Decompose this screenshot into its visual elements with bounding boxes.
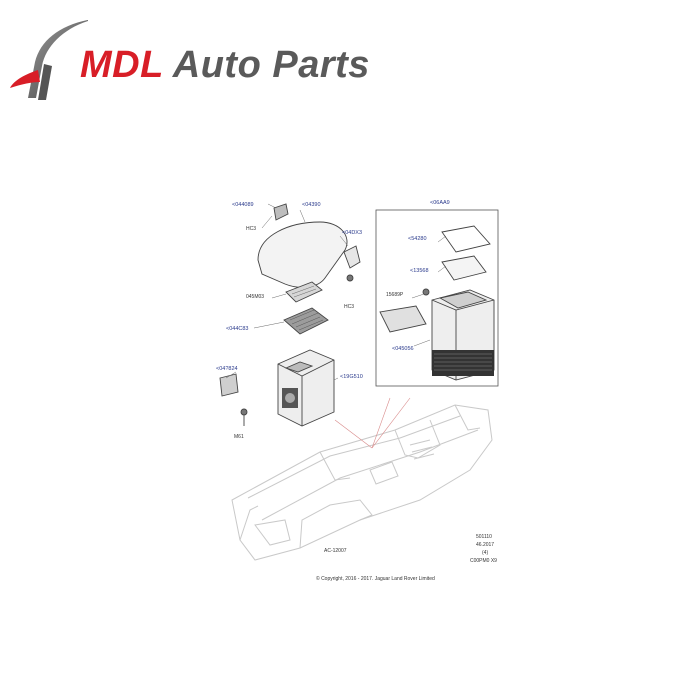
- mdl-logo: MDL Auto Parts: [8, 14, 370, 104]
- callout-13568: <13568: [410, 268, 429, 274]
- console-outline: [231, 404, 493, 561]
- ref-line-2: 46.2017: [476, 542, 494, 548]
- copyright-text: © Copyright, 2016 - 2017. Jaguar Land Ro…: [316, 575, 435, 582]
- callout-045056: <045056: [392, 346, 414, 352]
- inset-mat: [441, 255, 487, 281]
- logo-rest: Auto Parts: [163, 44, 370, 86]
- callout-044089: <044089: [232, 202, 254, 208]
- tray-plate: [285, 281, 323, 303]
- inset-seal: [441, 225, 491, 253]
- callout-04390: <04390: [302, 202, 321, 208]
- ref-line-4: C00PM0 X9: [470, 558, 497, 564]
- callout-04824: <04?824: [216, 366, 238, 372]
- ref-side-label: AC-12007: [324, 548, 347, 554]
- screw: [240, 408, 248, 426]
- hinge-bracket: [261, 203, 289, 229]
- inset-tray: [379, 305, 427, 333]
- ref-line-1: 501110: [476, 534, 492, 540]
- small-cover: [219, 373, 239, 397]
- callout-04dx3: <04DX3: [342, 230, 362, 236]
- callout-m61: M61: [234, 434, 244, 440]
- inset-bin: [431, 289, 495, 381]
- callout-045m03: 045M03: [246, 294, 264, 300]
- ref-line-3: (4): [482, 550, 488, 556]
- piston-swoosh-icon: [10, 18, 100, 100]
- armrest-lid: [257, 209, 348, 288]
- rubber-mat: [283, 307, 329, 335]
- callout-hc3-b: HC3: [344, 304, 354, 310]
- callout-hc3-a: HC3: [246, 226, 256, 232]
- callout-044c83: <044C83: [226, 326, 248, 332]
- callout-15689p: 15689P: [386, 292, 404, 298]
- lid-clip: [343, 245, 361, 282]
- callout-19g510: <19G510: [340, 374, 363, 380]
- inset-frame: [375, 209, 499, 387]
- callout-06aa9: <06AA9: [430, 200, 450, 206]
- callout-54280: <54280: [408, 236, 427, 242]
- logo-brand: MDL: [80, 44, 164, 86]
- logo-wordmark: MDL Auto Parts: [80, 44, 370, 87]
- console-bin: [277, 349, 335, 427]
